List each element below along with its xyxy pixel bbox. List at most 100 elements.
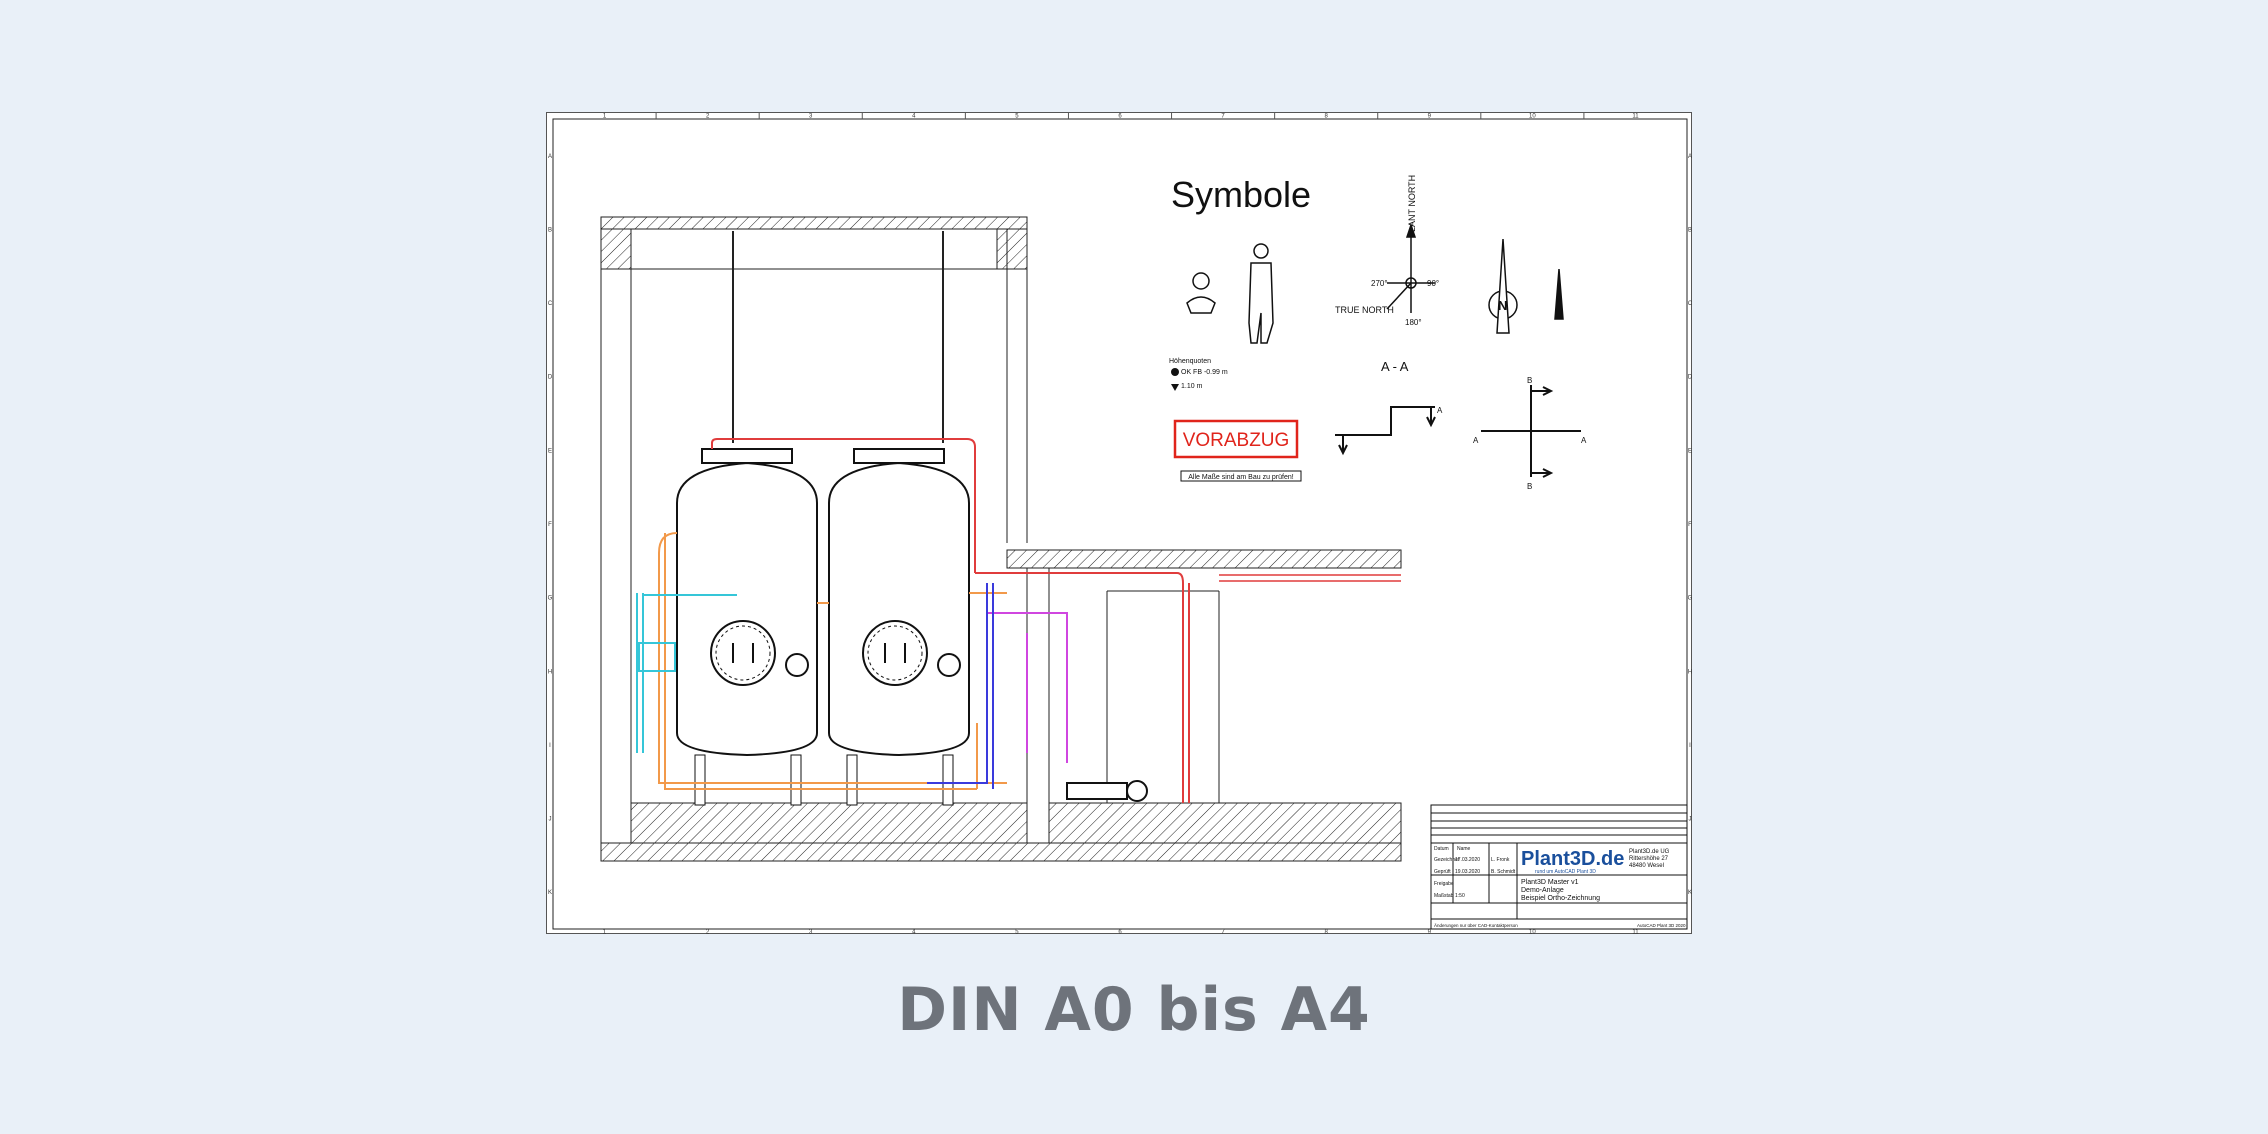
height-value-1: OK FB -0.99 m: [1181, 369, 1228, 376]
building-structure: [600, 216, 1402, 862]
frame-row-label-J-left: J: [549, 817, 552, 823]
piping-cyan: [636, 593, 737, 753]
company-line-1: Plant3D.de UG: [1629, 849, 1670, 855]
frame-row-label-J-right: J: [1689, 817, 1692, 823]
angle-270-label: 270°: [1371, 279, 1388, 288]
frame-col-label-8-bottom: 8: [1325, 930, 1329, 936]
piping-magenta: [987, 612, 1068, 763]
frame-row-label-I-right: I: [1689, 743, 1691, 749]
logo-text: Plant3D.de: [1521, 848, 1624, 870]
piping-orange: [658, 532, 1007, 790]
frame-col-label-6-bottom: 6: [1118, 930, 1122, 936]
frame-col-label-4-bottom: 4: [912, 930, 916, 936]
pump: [1066, 780, 1148, 802]
frame-row-label-A-left: A: [548, 154, 552, 160]
note-box: [1180, 470, 1302, 482]
frame-row-label-H-left: H: [548, 669, 552, 675]
frame-row-label-B-left: B: [548, 227, 552, 233]
section-marker-a-2: A: [1473, 436, 1479, 445]
frame-row-label-F-left: F: [548, 522, 552, 528]
frame-row-label-K-left: K: [548, 890, 552, 896]
north-arrow-icon: [1386, 222, 1435, 313]
section-marker-b-2: B: [1527, 482, 1532, 491]
frame-row-label-C-right: C: [1688, 301, 1693, 307]
frame-col-label-9-bottom: 9: [1428, 930, 1432, 936]
pipe-run-right: [1219, 574, 1401, 582]
piping-red: [711, 438, 1190, 803]
pressure-vessel-right: [828, 448, 970, 806]
inner-frame: [552, 118, 1688, 930]
frame-col-label-8-top: 8: [1325, 114, 1329, 120]
tb-name-1: L. Fronk: [1491, 857, 1510, 863]
tb-label-geprueft: Geprüft: [1434, 869, 1451, 875]
person-icon: [1186, 243, 1274, 344]
tb-date-2: 19.03.2020: [1455, 869, 1480, 875]
frame-row-label-C-left: C: [548, 301, 553, 307]
project-line-1: Plant3D Master v1: [1521, 879, 1579, 886]
frame-col-label-3-top: 3: [809, 114, 813, 120]
tb-label-massstab: Maßstab: [1434, 893, 1454, 899]
sheet-size-caption: DIN A0 bis A4: [897, 975, 1371, 1045]
frame-col-label-2-bottom: 2: [706, 930, 710, 936]
tb-footer-right: AutoCAD Plant 3D 2020: [1637, 923, 1686, 928]
section-cross-icon: [1481, 385, 1581, 478]
project-line-3: Beispiel Ortho-Zeichnung: [1521, 895, 1600, 902]
title-block: [1430, 804, 1688, 930]
logo-subtitle: rund um AutoCAD Plant 3D: [1535, 869, 1596, 875]
angle-180-label: 180°: [1405, 318, 1422, 327]
height-marker-icon: [1171, 368, 1179, 391]
company-line-3: 48480 Wesel: [1629, 863, 1664, 869]
frame-row-label-F-right: F: [1688, 522, 1692, 528]
frame-row-label-E-left: E: [548, 448, 552, 454]
frame-row-label-B-right: B: [1688, 227, 1692, 233]
tb-label-name: Name: [1457, 846, 1471, 852]
piping-blue: [927, 583, 994, 789]
section-line-icon: [1335, 406, 1436, 456]
frame-col-label-5-top: 5: [1015, 114, 1019, 120]
height-title: Höhenquoten: [1169, 358, 1211, 365]
frame-row-label-G-left: G: [548, 596, 553, 602]
pressure-vessel-left: [676, 448, 818, 806]
angle-90-label: 90°: [1427, 279, 1439, 288]
tb-footer-left: Änderungen nur über CAD-Kontaktperson: [1434, 922, 1518, 928]
frame-col-label-4-top: 4: [912, 114, 916, 120]
height-value-2: 1.10 m: [1181, 383, 1203, 390]
section-marker-a-3: A: [1581, 436, 1587, 445]
vorabzug-stamp: [1173, 419, 1299, 459]
project-line-2: Demo-Anlage: [1521, 887, 1564, 894]
frame-col-label-1-bottom: 1: [603, 930, 607, 936]
hanger-rods: [732, 231, 944, 443]
frame-row-label-G-right: G: [1688, 596, 1693, 602]
section-title: A - A: [1381, 359, 1409, 374]
frame-col-label-10-top: 10: [1529, 114, 1536, 120]
company-line-2: Rittershöhe 27: [1629, 856, 1669, 862]
tb-date-1: 17.03.2020: [1455, 857, 1480, 863]
compass-north-letter: N: [1498, 298, 1507, 313]
compass-icon: [1488, 238, 1564, 334]
frame-row-label-D-left: D: [548, 375, 553, 381]
plant-north-label: PLANT NORTH: [1407, 175, 1417, 238]
vorabzug-stamp-text: VORABZUG: [1183, 430, 1290, 451]
frame-col-label-2-top: 2: [706, 114, 710, 120]
frame-col-label-5-bottom: 5: [1015, 930, 1019, 936]
frame-col-label-7-bottom: 7: [1221, 930, 1225, 936]
frame-row-label-H-right: H: [1688, 669, 1692, 675]
frame-col-label-1-top: 1: [603, 114, 607, 120]
frame-row-label-I-left: I: [549, 743, 551, 749]
tb-name-2: B. Schmidt: [1491, 869, 1516, 875]
true-north-label: TRUE NORTH: [1335, 305, 1394, 315]
tb-label-gezeichnet: Gezeichnet: [1434, 857, 1460, 863]
frame-col-label-9-top: 9: [1428, 114, 1432, 120]
tb-label-freigabe: Freigabe: [1434, 881, 1454, 887]
frame-row-label-E-right: E: [1688, 448, 1692, 454]
frame-col-label-11-top: 11: [1632, 114, 1639, 120]
symbols-heading: Symbole: [1171, 174, 1311, 215]
frame-col-label-7-top: 7: [1221, 114, 1225, 120]
tb-label-datum: Datum: [1434, 846, 1449, 852]
section-marker-a-1: A: [1437, 406, 1443, 415]
frame-row-label-D-right: D: [1688, 375, 1693, 381]
